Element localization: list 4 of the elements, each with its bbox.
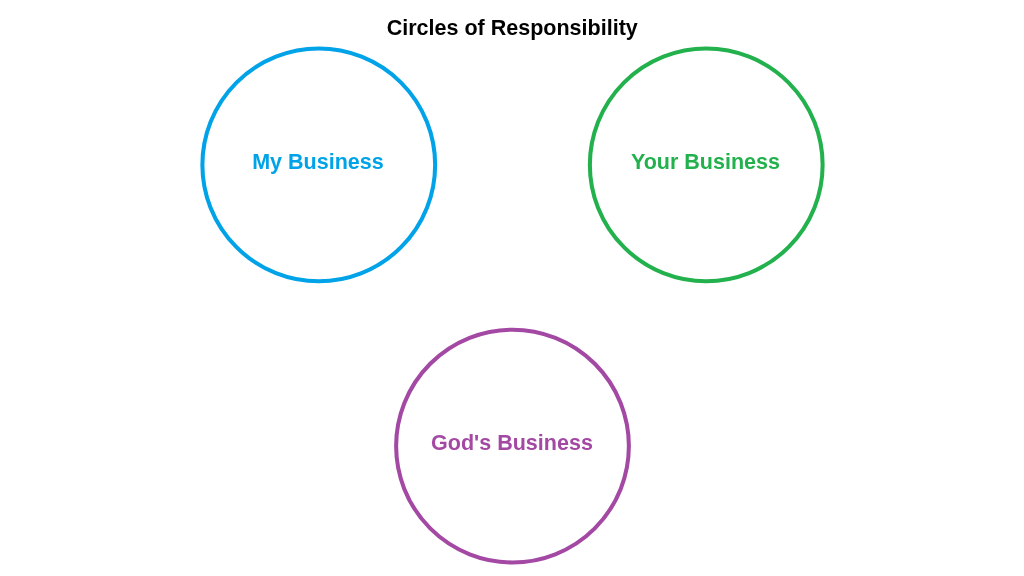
node-circle: God's Business: [393, 327, 631, 565]
node-circle: My Business: [199, 46, 437, 284]
node-circle: Your Business: [587, 46, 825, 284]
diagram-title: Circles of Responsibility: [386, 15, 638, 40]
